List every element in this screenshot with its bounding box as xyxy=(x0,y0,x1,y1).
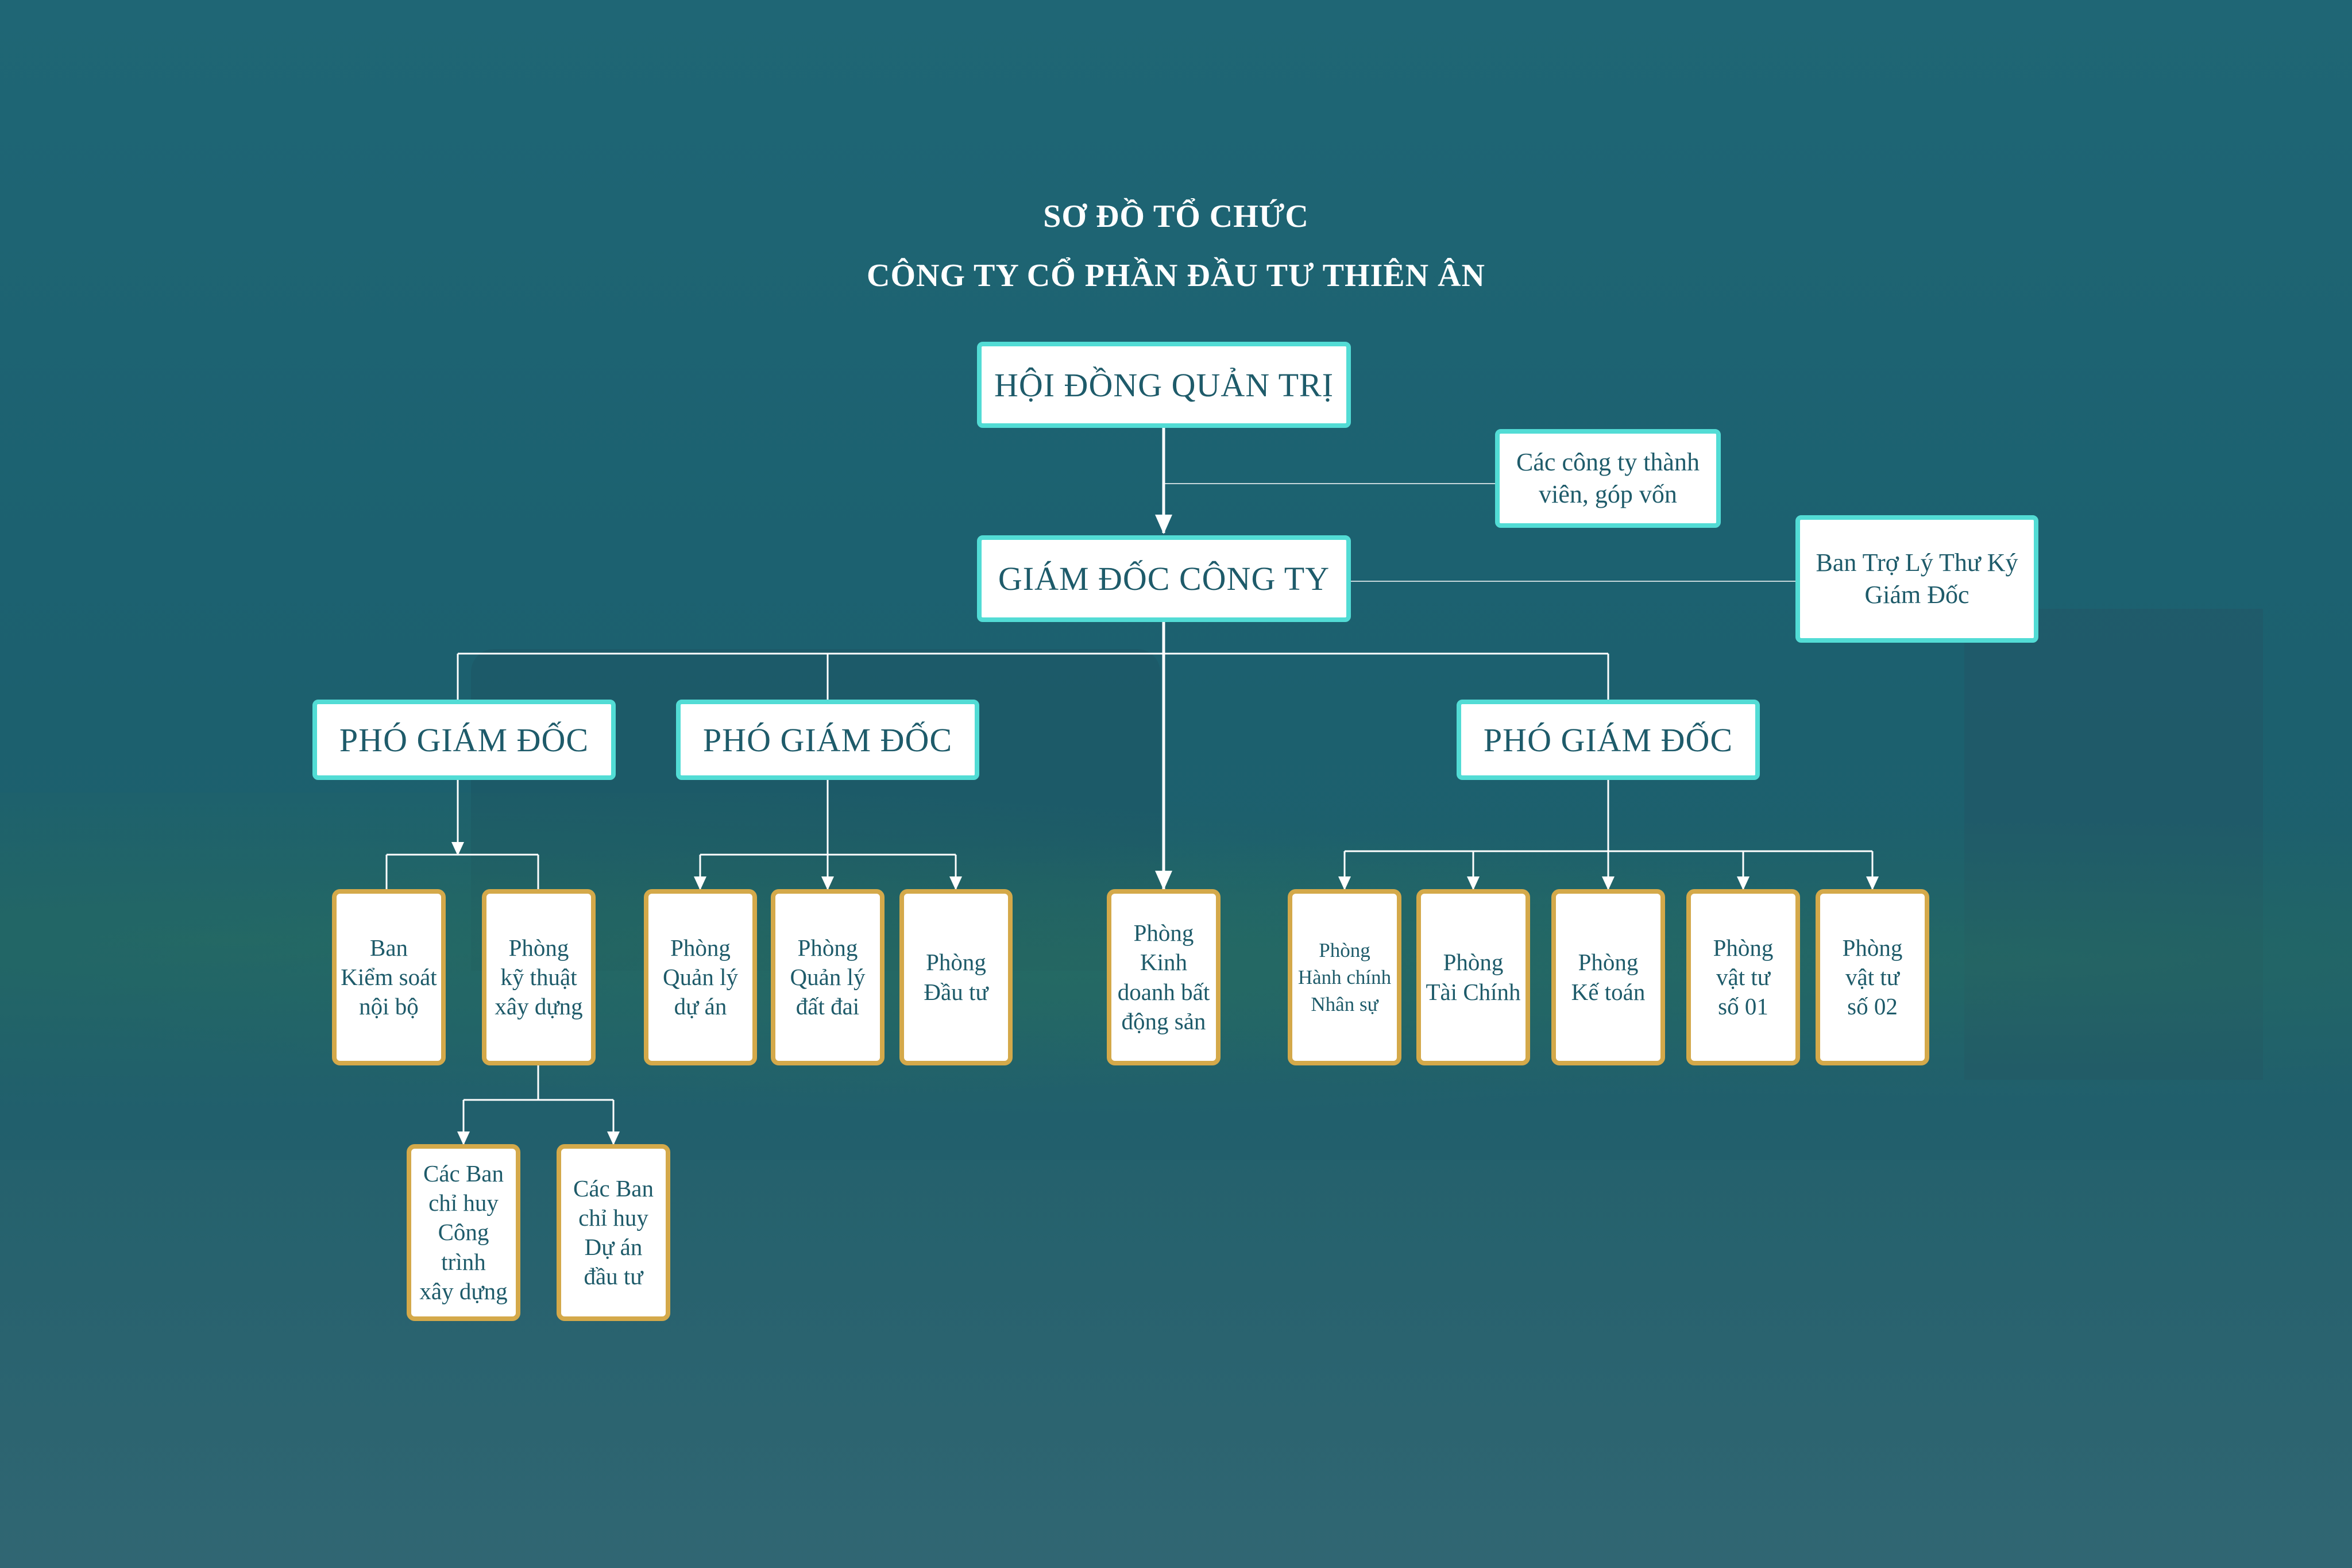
chart-title: SƠ ĐỒ TỔ CHỨC xyxy=(1043,199,1309,234)
phong-quan-ly-du-an-label: Phòng Quản lý dự án xyxy=(663,934,738,1020)
phong-tai-chinh-box: Phòng Tài Chính xyxy=(1416,889,1530,1065)
giam-doc-cong-ty-box: GIÁM ĐỐC CÔNG TY xyxy=(977,535,1351,622)
pho-giam-doc-3-box: PHÓ GIÁM ĐỐC xyxy=(1457,700,1760,780)
phong-hanh-chinh-box: Phòng Hành chính Nhân sự xyxy=(1288,889,1401,1065)
pho-giam-doc-3-label: PHÓ GIÁM ĐỐC xyxy=(1483,721,1733,759)
ban-kiem-soat-box: Ban Kiểm soát nội bộ xyxy=(332,889,446,1065)
phong-ke-toan-box: Phòng Kế toán xyxy=(1551,889,1665,1065)
ban-chi-huy-cong-trinh-label: Các Ban chỉ huy Công trình xây dựng xyxy=(419,1160,508,1304)
phong-quan-ly-du-an-box: Phòng Quản lý dự án xyxy=(644,889,757,1065)
hoi-dong-quan-tri-box: HỘI ĐỒNG QUẢN TRỊ xyxy=(977,342,1351,428)
phong-hanh-chinh-label: Phòng Hành chính Nhân sự xyxy=(1297,939,1392,1016)
ban-chi-huy-cong-trinh-box: Các Ban chỉ huy Công trình xây dựng xyxy=(407,1144,520,1321)
phong-kinh-doanh-box: Phòng Kinh doanh bất động sản xyxy=(1107,889,1221,1065)
phong-vat-tu-02-label: Phòng vật tư số 02 xyxy=(1842,934,1903,1020)
cong-ty-thanh-vien-box: Các công ty thành viên, góp vốn xyxy=(1495,429,1721,528)
pho-giam-doc-2-label: PHÓ GIÁM ĐỐC xyxy=(702,721,953,759)
phong-ke-toan-label: Phòng Kế toán xyxy=(1571,949,1646,1005)
ban-tro-ly-box: Ban Trợ Lý Thư Ký Giám Đốc xyxy=(1795,515,2038,643)
hoi-dong-quan-tri-label: HỘI ĐỒNG QUẢN TRỊ xyxy=(994,366,1334,404)
ban-tro-ly-label: Ban Trợ Lý Thư Ký Giám Đốc xyxy=(1816,549,2018,609)
phong-tai-chinh-label: Phòng Tài Chính xyxy=(1426,949,1521,1005)
company-name: CÔNG TY CỔ PHẦN ĐẦU TƯ THIÊN ÂN xyxy=(867,258,1485,293)
phong-vat-tu-01-box: Phòng vật tư số 01 xyxy=(1686,889,1800,1065)
phong-quan-ly-dat-dai-box: Phòng Quản lý đất đai xyxy=(771,889,885,1065)
pho-giam-doc-1-box: PHÓ GIÁM ĐỐC xyxy=(312,700,616,780)
pho-giam-doc-2-box: PHÓ GIÁM ĐỐC xyxy=(676,700,979,780)
phong-kinh-doanh-label: Phòng Kinh doanh bất động sản xyxy=(1117,920,1210,1034)
cong-ty-thanh-vien-label: Các công ty thành viên, góp vốn xyxy=(1516,448,1700,508)
pho-giam-doc-1-label: PHÓ GIÁM ĐỐC xyxy=(339,721,589,759)
ban-kiem-soat-label: Ban Kiểm soát nội bộ xyxy=(341,934,437,1020)
ban-chi-huy-du-an-label: Các Ban chỉ huy Dự án đầu tư xyxy=(573,1175,654,1290)
giam-doc-cong-ty-label: GIÁM ĐỐC CÔNG TY xyxy=(998,560,1330,597)
ban-chi-huy-du-an-box: Các Ban chỉ huy Dự án đầu tư xyxy=(557,1144,670,1321)
phong-vat-tu-02-box: Phòng vật tư số 02 xyxy=(1816,889,1929,1065)
phong-quan-ly-dat-dai-label: Phòng Quản lý đất đai xyxy=(790,934,866,1020)
phong-vat-tu-01-label: Phòng vật tư số 01 xyxy=(1713,934,1774,1020)
phong-ky-thuat-label: Phòng kỹ thuật xây dựng xyxy=(495,934,583,1020)
phong-dau-tu-box: Phòng Đầu tư xyxy=(899,889,1013,1065)
phong-ky-thuat-box: Phòng kỹ thuật xây dựng xyxy=(482,889,596,1065)
phong-dau-tu-label: Phòng Đầu tư xyxy=(924,949,988,1005)
